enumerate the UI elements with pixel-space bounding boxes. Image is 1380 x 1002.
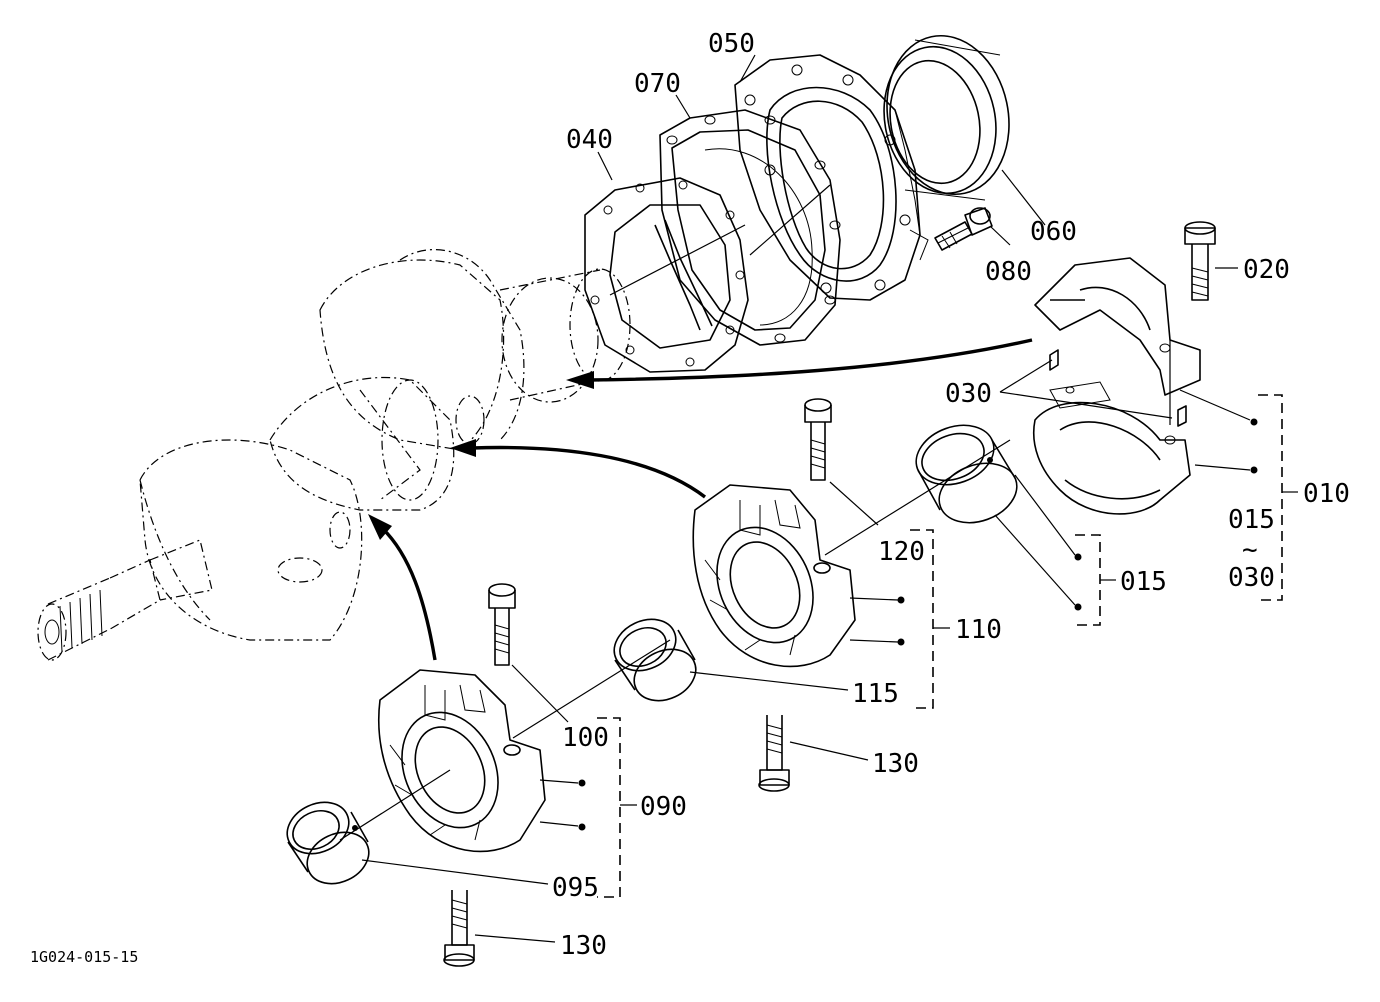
crankshaft (37, 249, 631, 661)
label-120: 120 (878, 537, 925, 567)
label-080: 080 (985, 257, 1032, 287)
bolt-130-middle (758, 715, 790, 792)
assembly-arrows (368, 338, 1033, 661)
label-015-range-start: 015 (1228, 505, 1275, 535)
retainer-050 (734, 54, 929, 301)
part-labels: 050 070 040 060 080 020 030 010 015 ~ 03… (552, 29, 1350, 961)
label-range-tilde: ~ (1242, 535, 1258, 565)
label-020: 020 (1243, 255, 1290, 285)
bolt-130-lower (443, 890, 475, 967)
oil-seal-060 (883, 34, 1010, 201)
label-100: 100 (562, 723, 609, 753)
bolt-080 (934, 207, 993, 251)
label-015: 015 (1120, 567, 1167, 597)
diagram-reference-code: 1G024-015-15 (30, 948, 138, 966)
label-115: 115 (852, 679, 899, 709)
label-090: 090 (640, 792, 687, 822)
group-brackets (597, 394, 1298, 898)
bearing-115 (613, 618, 697, 702)
bolt-120 (804, 398, 832, 481)
bearing-case-090 (377, 669, 546, 853)
gasket-040 (584, 177, 749, 373)
indicator-dots (578, 418, 1258, 831)
label-095: 095 (552, 873, 599, 903)
bolt-020 (1184, 221, 1216, 301)
housing-070 (659, 109, 841, 346)
label-040: 040 (566, 125, 613, 155)
leader-lines (339, 54, 1251, 943)
bolt-100 (488, 583, 516, 666)
label-060: 060 (1030, 217, 1077, 247)
label-110: 110 (955, 615, 1002, 645)
label-050: 050 (708, 29, 755, 59)
bearing-case-110 (692, 484, 856, 668)
label-030-range-end: 030 (1228, 563, 1275, 593)
label-010: 010 (1303, 479, 1350, 509)
label-130-middle: 130 (872, 749, 919, 779)
bearing-015 (915, 424, 1018, 524)
bearing-095 (286, 801, 370, 885)
label-030: 030 (945, 379, 992, 409)
label-130-lower: 130 (560, 931, 607, 961)
bearing-case-010 (1033, 257, 1201, 515)
label-070: 070 (634, 69, 681, 99)
